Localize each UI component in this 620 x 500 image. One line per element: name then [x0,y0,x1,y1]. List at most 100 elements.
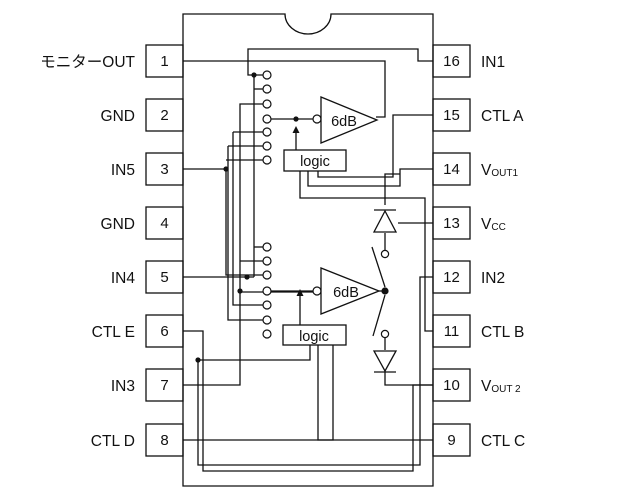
switch-contact [262,141,272,151]
wire-pin1-monitor [183,60,386,118]
switch-contact [262,270,272,280]
pin-label-subscript: CC [491,222,505,233]
pin-number: 1 [160,53,168,70]
pin-label: CTL B [481,324,524,341]
pin-2-box [145,98,184,132]
switch-contact [312,114,322,124]
pin-label: VOUT 2 [481,378,521,395]
pin-label: CTL C [481,433,525,450]
switch-contact [262,84,272,94]
pin-label: CTL E [92,324,135,341]
junction-dot [244,274,250,280]
logic-box [282,324,347,346]
pin-number: 6 [160,323,168,340]
logic-label: logic [299,329,329,345]
pin-label-subscript: OUT1 [491,168,518,179]
pin-number: 3 [160,161,168,178]
pin-label: VCC [481,216,506,233]
pin-number: 5 [160,269,168,286]
pin-number: 9 [447,432,455,449]
ic-package-outline [182,13,434,487]
arrowheads [292,126,304,296]
pin-number: 7 [160,377,168,394]
junction-dot [251,72,257,78]
logic-block-bottom: logic [282,324,347,346]
wire-bus-b-vertical [227,146,263,321]
switch-contact [262,127,272,137]
pin-number: 4 [160,215,168,232]
junction-dot [237,288,243,294]
junction-dots [195,72,389,363]
wire-vout1-up [384,173,400,205]
pin-number: 11 [444,323,460,340]
pin-label-main: V [481,378,492,395]
switch-contact [262,286,272,296]
pin-label: CTL D [91,433,135,450]
output-switch-top-blade [371,246,386,288]
bottom-switch-contacts [262,242,390,339]
amplifier-gain-label: 6dB [333,285,359,301]
internal-wiring [183,48,433,472]
wire-logic-lower-feed [198,345,311,361]
junction-dot [381,287,389,295]
switch-contact [262,300,272,310]
output-switches [371,246,386,337]
right-pin-labels: IN1 CTL A VOUT1 VCC IN2 CTL B VOUT 2 CTL… [481,54,525,450]
logic-label: logic [300,154,330,170]
wire-pin16-in1 [247,48,433,76]
pin-number: 16 [443,53,460,70]
switch-contact [380,329,390,339]
wire-bus-a-vertical [232,132,263,306]
left-pin-numbers: 1 2 3 4 5 6 7 8 [160,53,168,449]
pin-number: 10 [443,377,460,394]
arrowhead [296,289,304,296]
pin-label-main: V [481,162,492,179]
amplifier-top: 6dB [320,96,379,144]
pin-label: IN2 [481,270,505,287]
wire-logic-lower-left [197,276,433,466]
switch-contact [380,249,390,259]
switch-contact [312,286,322,296]
pin-label: GND [101,216,135,233]
logic-box [283,149,347,172]
switch-contact [262,329,272,339]
left-pin-labels: モニターOUT GND IN5 GND IN4 CTL E IN3 CTL D [40,53,135,450]
wire-pin11-ctlb [299,171,433,332]
amplifier-triangle [320,96,379,144]
pin-label: IN3 [111,378,135,395]
logic-block-top: logic [283,149,347,172]
diode-triangle [372,209,398,233]
pin-label: CTL A [481,108,524,125]
wire-pin15-ctla [317,114,433,178]
pin-label: VOUT1 [481,162,518,179]
junction-dot [223,166,229,172]
pin-label-subscript: OUT 2 [491,384,521,395]
wire-pin7-in3 [183,103,263,386]
switch-contact [262,242,272,252]
switch-contact [262,70,272,80]
top-switch-contacts [262,70,322,165]
pin-label: IN1 [481,54,505,71]
switch-contact [262,155,272,165]
pin-label-main: V [481,216,492,233]
switch-contact [262,99,272,109]
wire-pin14-vout1 [307,168,433,187]
pin-label: モニターOUT [40,53,135,71]
switch-contact [262,256,272,266]
arrowhead [292,126,300,133]
wire-pin9-ctlc [317,345,433,441]
amplifier-bottom: 6dB [320,267,381,315]
pin-number: 8 [160,432,168,449]
diode-bottom [372,350,398,373]
pin-number: 15 [443,107,460,124]
wire-pin3-in5 [183,168,263,276]
diode-top [372,209,398,233]
output-switch-bottom-blade [372,294,386,337]
amplifier-gain-label: 6dB [331,114,357,130]
pin-label: IN5 [111,162,135,179]
junction-dot [195,357,201,363]
pin-label: GND [101,108,135,125]
diode-triangle [372,350,398,373]
pin-number: 12 [443,269,460,286]
